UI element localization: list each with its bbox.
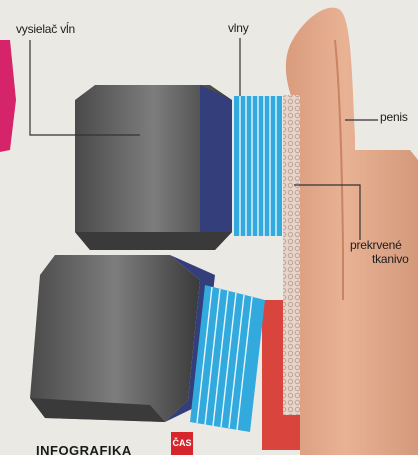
accent-stripe: [0, 40, 16, 152]
dotted-tissue: [283, 95, 300, 415]
tissue-label-line1: prekrvené: [350, 239, 402, 252]
penis-shape: [286, 8, 418, 455]
waves-label: vlny: [228, 22, 249, 35]
waves-upper: [234, 96, 282, 236]
infographic-credit: INFOGRAFIKA: [36, 443, 132, 455]
cas-logo: ČAS: [171, 432, 193, 455]
emitter-lower: [30, 255, 215, 422]
tissue-label-line2: tkanivo: [372, 253, 409, 266]
emitter-label: vysielač vĺn: [16, 23, 75, 36]
penis-label: penis: [380, 111, 408, 124]
emitter-upper: [75, 85, 232, 250]
